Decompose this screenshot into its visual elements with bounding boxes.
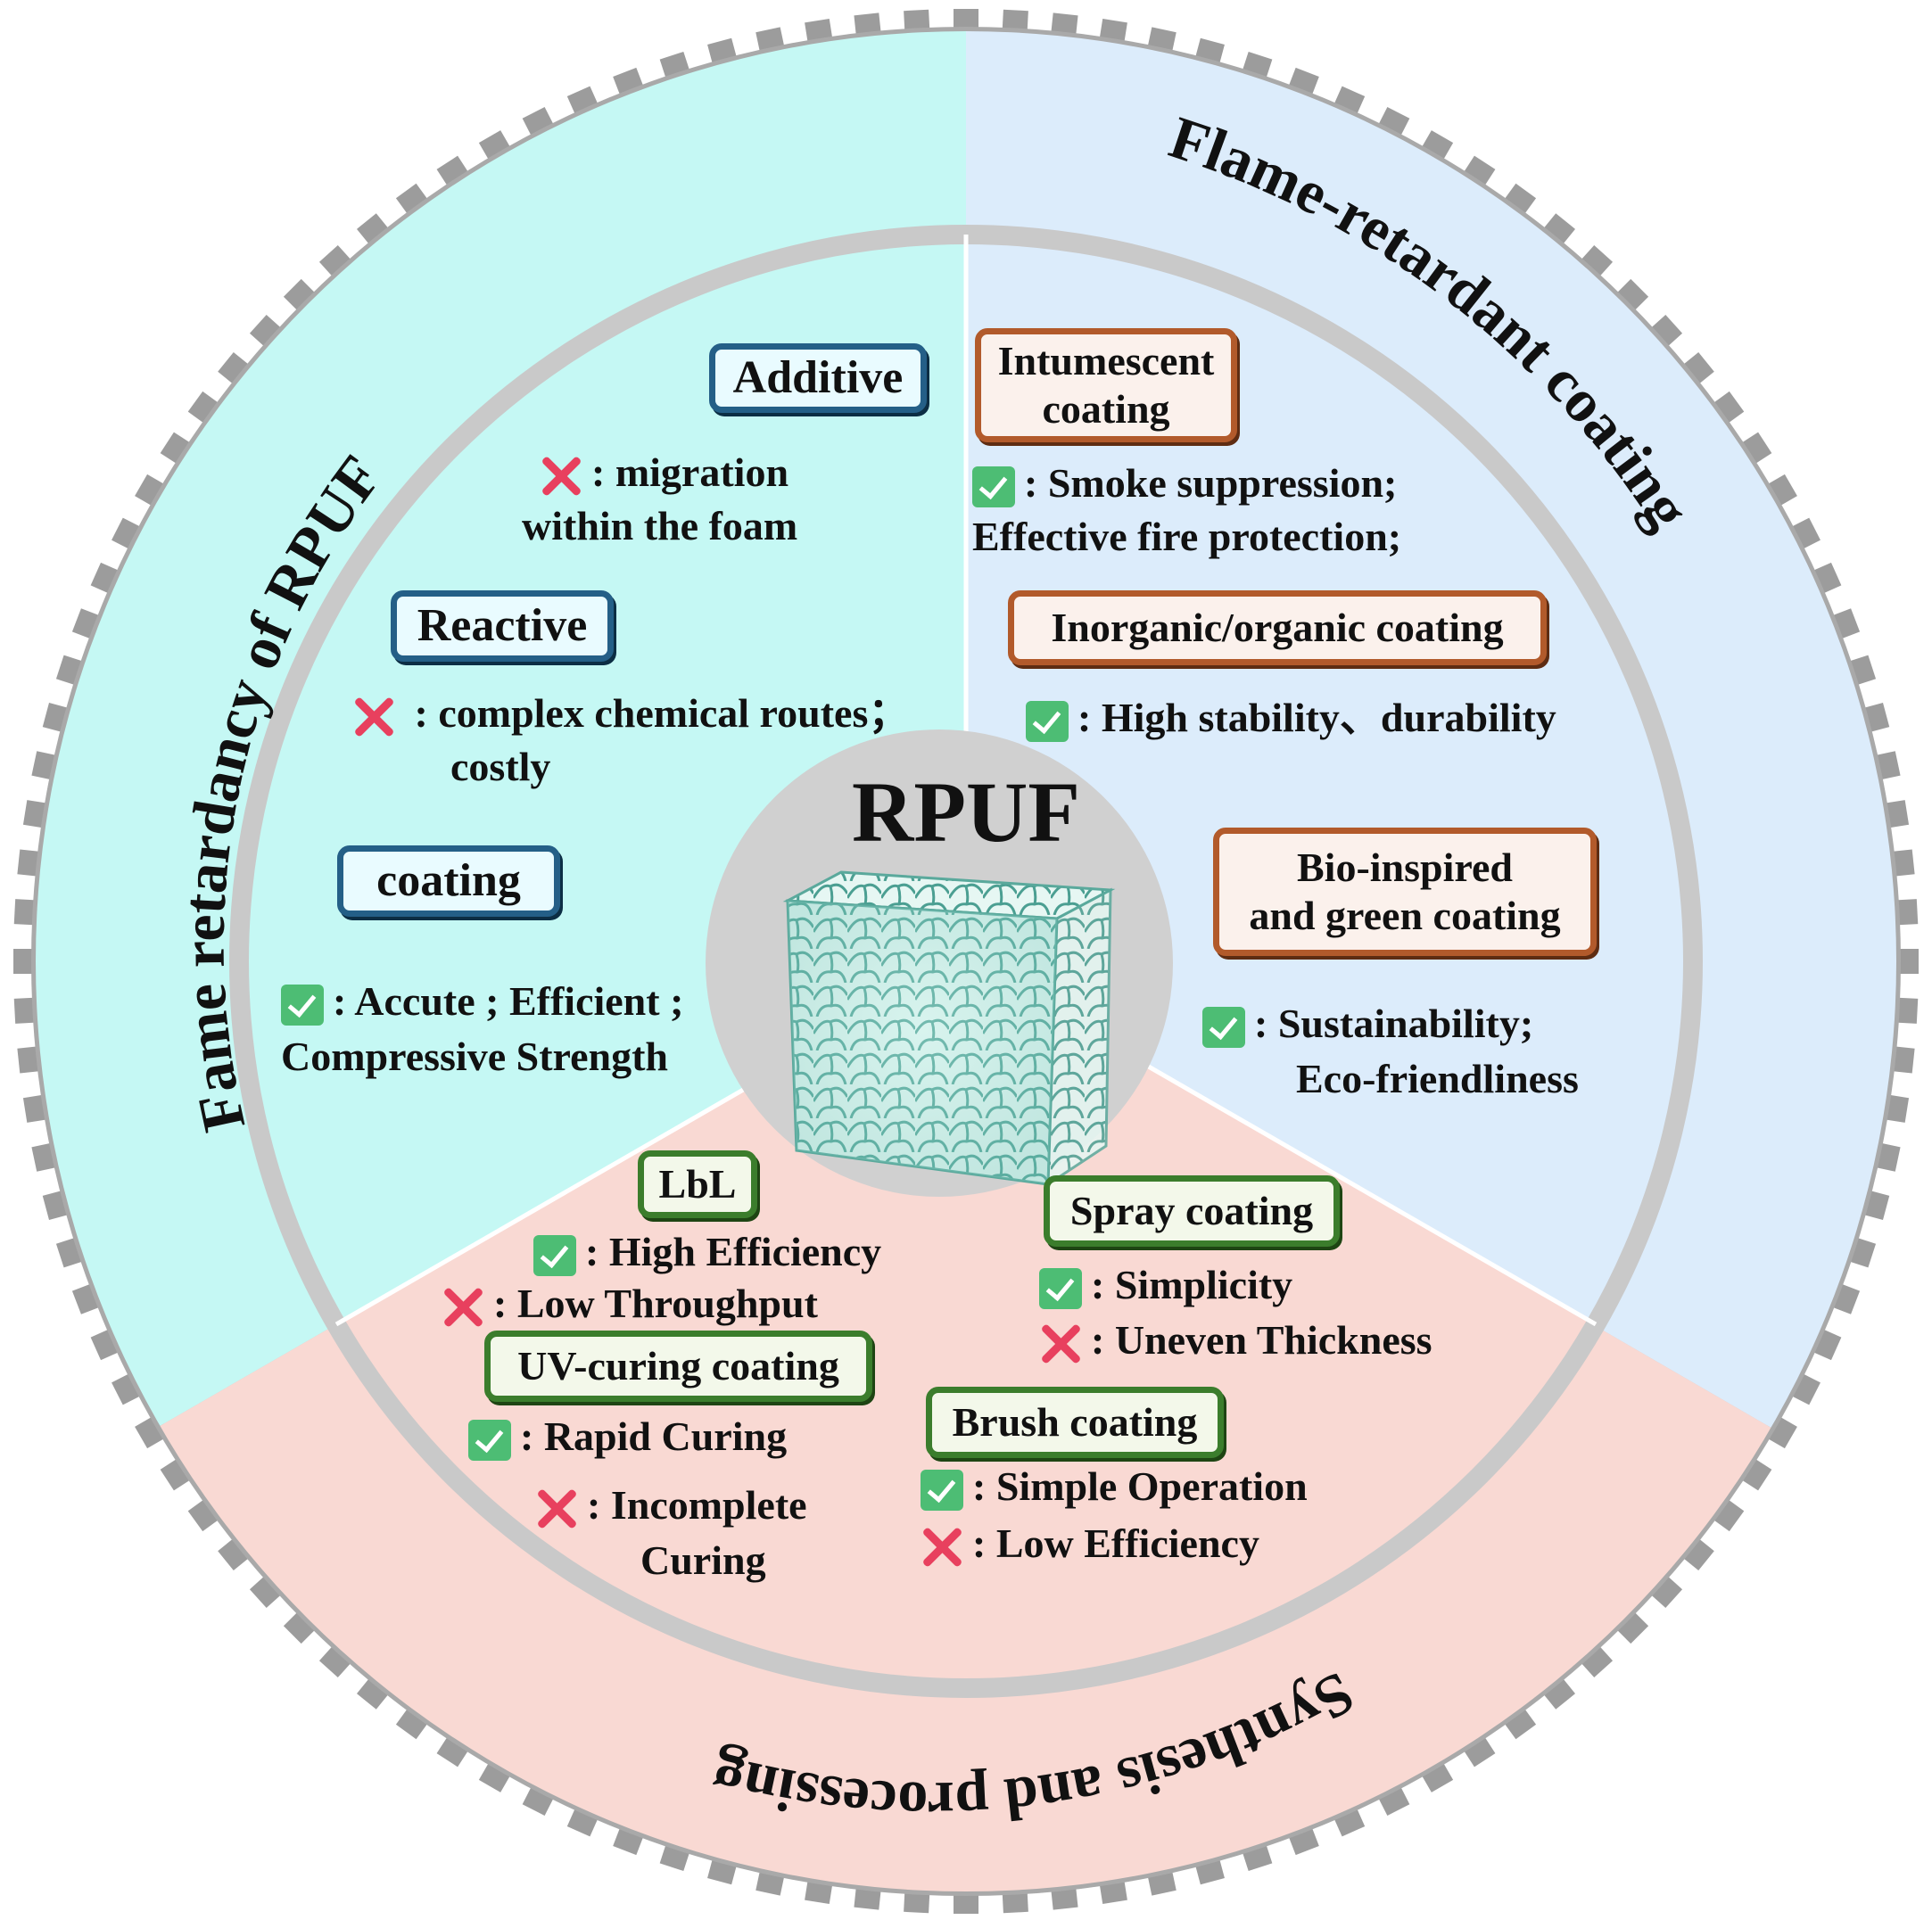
bio-pro-2: Eco-friendliness bbox=[1296, 1056, 1579, 1101]
bio-pros: : Sustainability; Eco-friendliness bbox=[1202, 996, 1579, 1107]
bio-label-1: Bio-inspired bbox=[1297, 844, 1513, 890]
bio-box: Bio-inspired and green coating bbox=[1213, 828, 1597, 956]
cross-icon bbox=[442, 1286, 484, 1329]
check-icon bbox=[921, 1470, 963, 1512]
intumescent-label-1: Intumescent bbox=[997, 337, 1215, 383]
lbl-cons: : Low Throughput bbox=[442, 1278, 818, 1330]
foam-cube-image bbox=[782, 870, 1116, 1187]
brush-label: Brush coating bbox=[952, 1398, 1198, 1445]
cross-icon bbox=[540, 455, 582, 498]
check-icon bbox=[1039, 1268, 1082, 1310]
intumescent-label-2: coating bbox=[1042, 386, 1170, 432]
uv-con-2: Curing bbox=[640, 1537, 766, 1583]
spray-box: Spray coating bbox=[1044, 1175, 1340, 1247]
check-icon bbox=[1202, 1007, 1245, 1049]
reactive-con-2: costly bbox=[450, 744, 551, 789]
inorganic-box: Inorganic/organic coating bbox=[1008, 590, 1547, 665]
inorganic-pro-1: High stability、durability bbox=[1101, 695, 1556, 740]
coating-pros: : Accute ; Efficient ; Compressive Stren… bbox=[281, 974, 683, 1084]
intumescent-pro-2: Effective fire protection; bbox=[972, 514, 1402, 559]
additive-con-2: within the foam bbox=[522, 503, 798, 548]
check-icon bbox=[281, 985, 324, 1026]
uv-box: UV-curing coating bbox=[484, 1331, 872, 1402]
bio-label-2: and green coating bbox=[1249, 893, 1561, 938]
coating-pro-2: Compressive Strength bbox=[281, 1034, 669, 1079]
uv-con-1: Incomplete bbox=[610, 1482, 807, 1528]
inorganic-label: Inorganic/organic coating bbox=[1051, 604, 1504, 650]
lbl-pro: High Efficiency bbox=[608, 1229, 882, 1274]
brush-con: Low Efficiency bbox=[995, 1520, 1259, 1566]
additive-con-1: migration bbox=[615, 449, 789, 495]
additive-cons: : migration within the foam bbox=[522, 446, 797, 553]
intumescent-box: Intumescent coating bbox=[975, 328, 1237, 442]
spray-pros: : Simplicity : Uneven Thickness bbox=[1039, 1257, 1432, 1368]
lbl-label: LbL bbox=[658, 1160, 737, 1207]
spray-con: Uneven Thickness bbox=[1114, 1317, 1432, 1363]
coating-box: coating bbox=[337, 845, 560, 917]
brush-pro: Simple Operation bbox=[995, 1463, 1308, 1509]
coating-label: coating bbox=[376, 855, 521, 907]
brush-pros: : Simple Operation : Low Efficiency bbox=[921, 1458, 1308, 1572]
cross-icon bbox=[352, 696, 395, 738]
cross-icon bbox=[921, 1526, 963, 1569]
reactive-label: Reactive bbox=[417, 600, 588, 652]
lbl-box: LbL bbox=[638, 1150, 757, 1218]
additive-box: Additive bbox=[709, 343, 927, 413]
center-title: RPUF bbox=[852, 764, 1080, 860]
check-icon bbox=[533, 1235, 576, 1277]
reactive-cons: : complex chemical routes； costly bbox=[352, 687, 910, 794]
additive-label: Additive bbox=[732, 352, 904, 404]
intumescent-pro-1: Smoke suppression; bbox=[1047, 460, 1398, 506]
spray-pro: Simplicity bbox=[1114, 1262, 1293, 1307]
cross-icon bbox=[1039, 1323, 1082, 1365]
cross-icon bbox=[535, 1487, 578, 1530]
reactive-con-1: complex chemical routes； bbox=[438, 690, 910, 736]
uv-pro: Rapid Curing bbox=[543, 1413, 788, 1459]
spray-label: Spray coating bbox=[1069, 1187, 1314, 1233]
check-icon bbox=[468, 1420, 511, 1462]
inorganic-pros: : High stability、durability bbox=[1026, 691, 1556, 745]
uv-label: UV-curing coating bbox=[517, 1342, 839, 1388]
uv-cons: : Incomplete Curing bbox=[535, 1478, 807, 1588]
intumescent-pros: : Smoke suppression; Effective fire prot… bbox=[972, 457, 1401, 564]
check-icon bbox=[972, 466, 1015, 508]
uv-pros: : Rapid Curing bbox=[468, 1409, 787, 1464]
reactive-box: Reactive bbox=[391, 590, 614, 662]
coating-pro-1: Accute ; Efficient ; bbox=[354, 978, 684, 1024]
lbl-pros: : High Efficiency bbox=[533, 1226, 881, 1278]
lbl-con: Low Throughput bbox=[516, 1281, 818, 1326]
check-icon bbox=[1026, 701, 1069, 743]
bio-pro-1: Sustainability; bbox=[1277, 1001, 1534, 1046]
brush-box: Brush coating bbox=[926, 1387, 1224, 1458]
